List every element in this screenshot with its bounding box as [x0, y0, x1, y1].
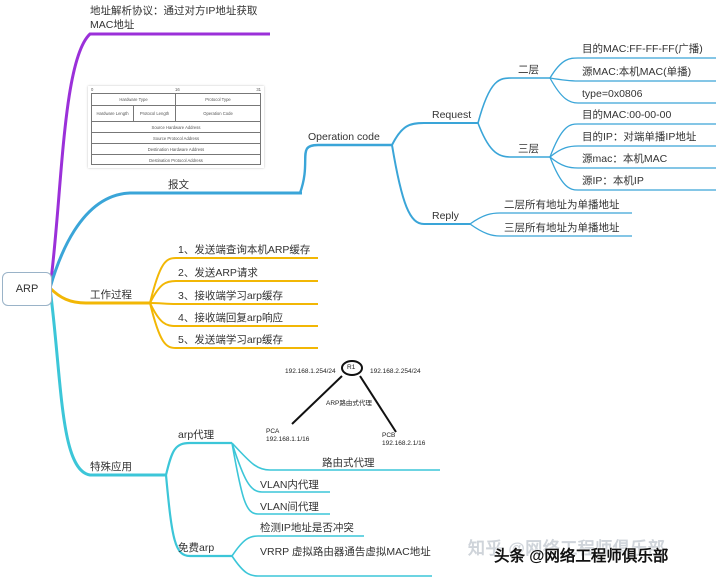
process-step[interactable]: 1、发送端查询本机ARP缓存 [178, 244, 311, 256]
link-left [291, 375, 343, 425]
process-step[interactable]: 2、发送ARP请求 [178, 267, 258, 279]
pcb-name: PCB [382, 432, 396, 439]
branch-free-arp [164, 474, 232, 558]
table-cell: Operation Code [176, 106, 260, 122]
layer3-item[interactable]: 源IP：本机IP [582, 175, 644, 187]
network-topology [291, 360, 397, 433]
message-label[interactable]: 报文 [168, 179, 189, 191]
arp-proxy-network-diagram: R1 192.168.1.254/24 192.168.2.254/24 ARP… [256, 356, 440, 456]
pca-ip: 192.168.1.1/16 [266, 436, 310, 443]
table-cell: Source Hardware Address [92, 122, 260, 133]
root-label: ARP [15, 283, 39, 295]
proxy-item[interactable]: 路由式代理 [322, 457, 375, 469]
layer2-item[interactable]: 源MAC:本机MAC(单播) [582, 66, 692, 78]
branch-layer2 [477, 77, 550, 124]
request-label[interactable]: Request [432, 109, 472, 121]
table-cell: Protocol Type [176, 94, 260, 106]
arp-packet-format-table: 0 16 31 Hardware Type Protocol Type Hard… [88, 86, 264, 168]
layer3-item[interactable]: 目的IP：对端单播IP地址 [582, 131, 697, 143]
special-apps-label[interactable]: 特殊应用 [90, 461, 132, 473]
table-cell: Hardware Type [92, 94, 176, 106]
bit-label: 0 [91, 87, 94, 92]
address-protocol-line1[interactable]: 地址解析协议：通过对方IP地址获取 [90, 5, 258, 17]
free-arp-label[interactable]: 免费arp [178, 542, 215, 554]
reply-item[interactable]: 三层所有地址为单播地址 [504, 222, 620, 234]
reply-label[interactable]: Reply [432, 210, 459, 222]
pcb-ip: 192.168.2.1/16 [382, 440, 426, 447]
reply-item[interactable]: 二层所有地址为单播地址 [504, 199, 620, 211]
root-node[interactable]: ARP [2, 272, 52, 306]
process-step[interactable]: 5、发送端学习arp缓存 [178, 334, 284, 346]
process-step[interactable]: 4、接收端回复arp响应 [178, 312, 284, 324]
layer2-item[interactable]: type=0x0806 [582, 88, 643, 100]
branch-operation-code [298, 143, 392, 194]
branch-arp-proxy [164, 441, 232, 476]
table-cell: Destination Hardware Address [92, 144, 260, 155]
process-step[interactable]: 3、接收端学习arp缓存 [178, 290, 284, 302]
branch-working-process [48, 286, 150, 305]
proxy-item[interactable]: VLAN间代理 [260, 501, 319, 513]
table-cell: Protocol Length [134, 106, 176, 122]
branch-reply [391, 144, 470, 225]
branch-message [48, 191, 302, 289]
watermark-main: 头条 @网络工程师俱乐部 [494, 548, 669, 565]
branch-special-apps [48, 287, 166, 477]
diagram-caption: ARP路由式代理 [326, 400, 372, 407]
working-process-label[interactable]: 工作过程 [90, 289, 132, 301]
pca-name: PCA [266, 428, 280, 435]
free-arp-item[interactable]: 检测IP地址是否冲突 [260, 522, 354, 534]
free-arp-item[interactable]: VRRP 虚拟路由器通告虚拟MAC地址 [260, 546, 431, 558]
branch-address-protocol [48, 32, 270, 289]
router-label: R1 [347, 364, 356, 371]
layer3-label[interactable]: 三层 [518, 143, 539, 155]
link-right [359, 375, 397, 433]
operation-code-label[interactable]: Operation code [308, 131, 380, 143]
branch-layer3 [477, 122, 550, 158]
router-node [341, 360, 363, 376]
layer2-item[interactable]: 目的MAC:FF-FF-FF(广播) [582, 43, 703, 55]
table-cell: Destination Protocol Address [149, 158, 203, 163]
address-protocol-line2[interactable]: MAC地址 [90, 19, 135, 31]
layer3-item[interactable]: 目的MAC:00-00-00 [582, 109, 672, 121]
arp-proxy-label[interactable]: arp代理 [178, 429, 215, 441]
left-ip-label: 192.168.1.254/24 [285, 368, 336, 375]
table-cell: Source Protocol Address [92, 133, 260, 144]
table-cell: Hardware Length [92, 106, 134, 122]
watermark-faint: 知乎 @网络工程师俱乐部 [468, 539, 666, 558]
layer2-label[interactable]: 二层 [518, 64, 539, 76]
proxy-item[interactable]: VLAN内代理 [260, 479, 319, 491]
branch-request [391, 122, 478, 146]
bit-label: 31 [256, 87, 261, 92]
packet-grid: Hardware Type Protocol Type Hardware Len… [91, 93, 261, 165]
layer3-item[interactable]: 源mac：本机MAC [582, 153, 668, 165]
bit-label: 16 [175, 87, 180, 92]
right-ip-label: 192.168.2.254/24 [370, 368, 421, 375]
